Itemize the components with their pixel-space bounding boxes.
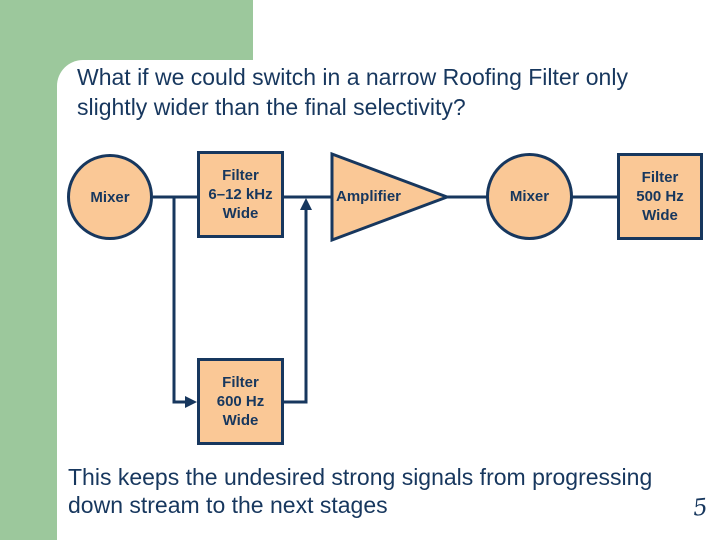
slide-title-line-1: What if we could switch in a narrow Roof… [77, 64, 628, 90]
page-number: 5 [691, 494, 709, 522]
mixer-1-label: Mixer [90, 188, 130, 206]
amplifier-label: Amplifier [336, 188, 402, 205]
filter-600-label: Filter 600 Hz Wide [216, 374, 265, 429]
body-text-line-1: This keeps the undesired strong signals … [68, 464, 653, 490]
content-panel [57, 60, 720, 540]
body-text: This keeps the undesired strong signals … [68, 463, 652, 519]
node-filter-500: Filter 500 Hz Wide [617, 153, 703, 240]
filter-500-label: Filter 500 Hz Wide [636, 169, 684, 224]
green-sidebar [0, 0, 57, 540]
mixer-2-label: Mixer [509, 188, 550, 205]
node-filter-600: Filter 600 Hz Wide [197, 358, 284, 445]
slide-title: What if we could switch in a narrow Roof… [77, 62, 628, 122]
node-filter-roofing: Filter 6–12 kHz Wide [197, 151, 284, 238]
node-mixer-2: Mixer [486, 153, 573, 240]
slide-title-line-2: slightly wider than the final selectivit… [77, 94, 466, 120]
node-mixer-1: Mixer [67, 154, 153, 240]
body-text-line-2: down stream to the next stages [68, 492, 388, 518]
filter-roofing-label: Filter 6–12 kHz Wide [208, 167, 273, 222]
